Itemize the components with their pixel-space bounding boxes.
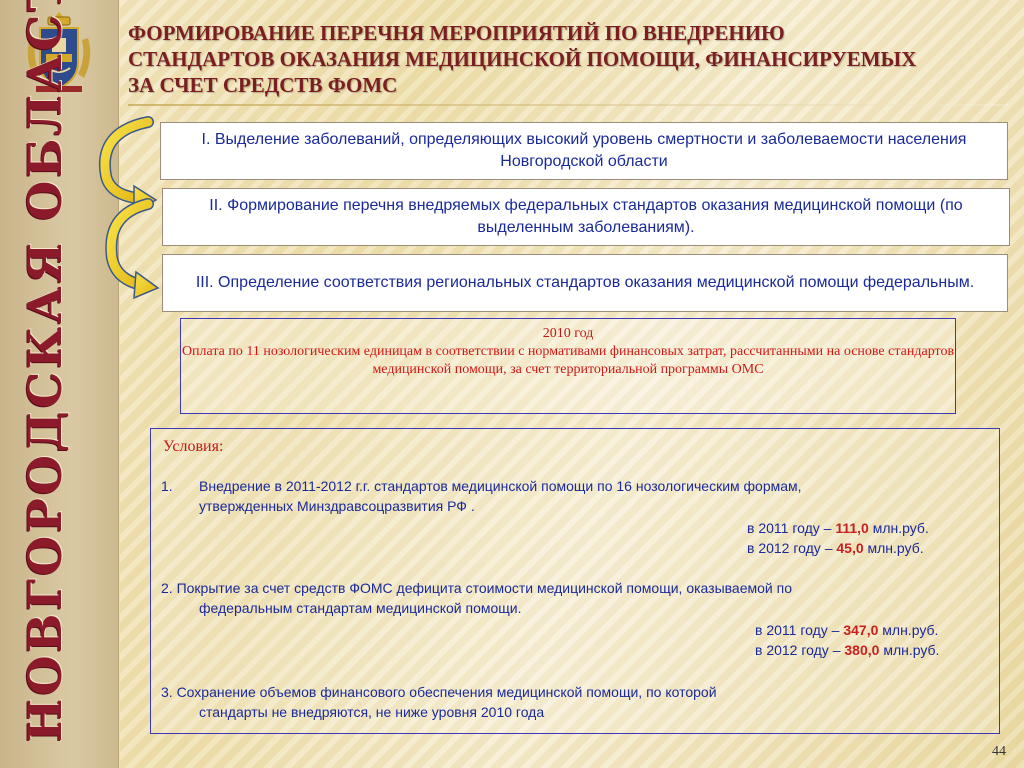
year-2010-box: 2010 год Оплата по 11 нозологическим еди… [180,318,956,414]
amount-unit: млн.руб. [872,520,929,536]
condition-1-amount-2011: в 2011 году – 111,0 млн.руб. [747,519,929,538]
title-line-1: ФОРМИРОВАНИЕ ПЕРЕЧНЯ МЕРОПРИЯТИЙ ПО ВНЕД… [128,21,785,45]
year-label: 2010 год [542,326,594,341]
condition-3-line-1: 3. Сохранение объемов финансового обеспе… [161,684,717,700]
amount-prefix: в 2011 году – [755,622,840,638]
title-line-3: ЗА СЧЕТ СРЕДСТВ ФОМС [128,73,398,97]
coat-of-arms-icon [27,12,91,92]
amount-prefix: в 2012 году – [755,642,841,658]
amount-value: 347,0 [843,622,879,638]
condition-2-amount-2011: в 2011 году – 347,0 млн.руб. [755,621,938,640]
condition-2-line-2: федеральным стандартам медицинской помощ… [199,600,522,616]
condition-3-line-2: стандарты не внедряются, не ниже уровня … [199,704,545,720]
step-1-box: I. Выделение заболеваний, определяющих в… [160,122,1008,180]
step-3-box: III. Определение соответствия региональн… [162,254,1008,312]
amount-unit: млн.руб. [867,540,924,556]
sidebar: НОВГОРОДСКАЯ ОБЛАСТЬ [0,0,119,768]
amount-prefix: в 2012 году – [747,540,833,556]
amount-unit: млн.руб. [882,622,939,638]
condition-2-amount-2012: в 2012 году – 380,0 млн.руб. [755,641,939,660]
step-3-text: III. Определение соответствия региональн… [195,274,975,291]
condition-2-line-1: 2. Покрытие за счет средств ФОМС дефицит… [161,580,792,596]
page-title: ФОРМИРОВАНИЕ ПЕРЕЧНЯ МЕРОПРИЯТИЙ ПО ВНЕД… [128,20,1008,98]
page-number: 44 [992,744,1006,759]
year-description: Оплата по 11 нозологическим единицам в с… [181,344,955,377]
amount-prefix: в 2011 году – [747,520,832,536]
region-vertical-title: НОВГОРОДСКАЯ ОБЛАСТЬ [18,0,72,742]
step-arrows [98,116,160,300]
amount-value: 111,0 [835,520,869,536]
step-2-text: II. Формирование перечня внедряемых феде… [209,197,963,236]
step-2-box: II. Формирование перечня внедряемых феде… [162,188,1010,246]
conditions-box: Условия: 1. Внедрение в 2011-2012 г.г. с… [150,428,1000,734]
condition-1-line-2: утвержденных Минздравсоцразвития РФ . [199,498,475,514]
condition-1-amount-2012: в 2012 году – 45,0 млн.руб. [747,539,924,558]
amount-value: 45,0 [836,540,864,556]
step-1-text: I. Выделение заболеваний, определяющих в… [201,131,967,170]
conditions-title: Условия: [163,438,224,455]
condition-1-line-1: Внедрение в 2011-2012 г.г. стандартов ме… [199,478,802,494]
amount-unit: млн.руб. [883,642,940,658]
condition-1-number: 1. [161,478,173,494]
title-divider [128,104,1008,106]
arrow-curved-2-icon [105,198,160,300]
amount-value: 380,0 [844,642,880,658]
title-line-2: СТАНДАРТОВ ОКАЗАНИЯ МЕДИЦИНСКОЙ ПОМОЩИ, … [128,47,917,71]
